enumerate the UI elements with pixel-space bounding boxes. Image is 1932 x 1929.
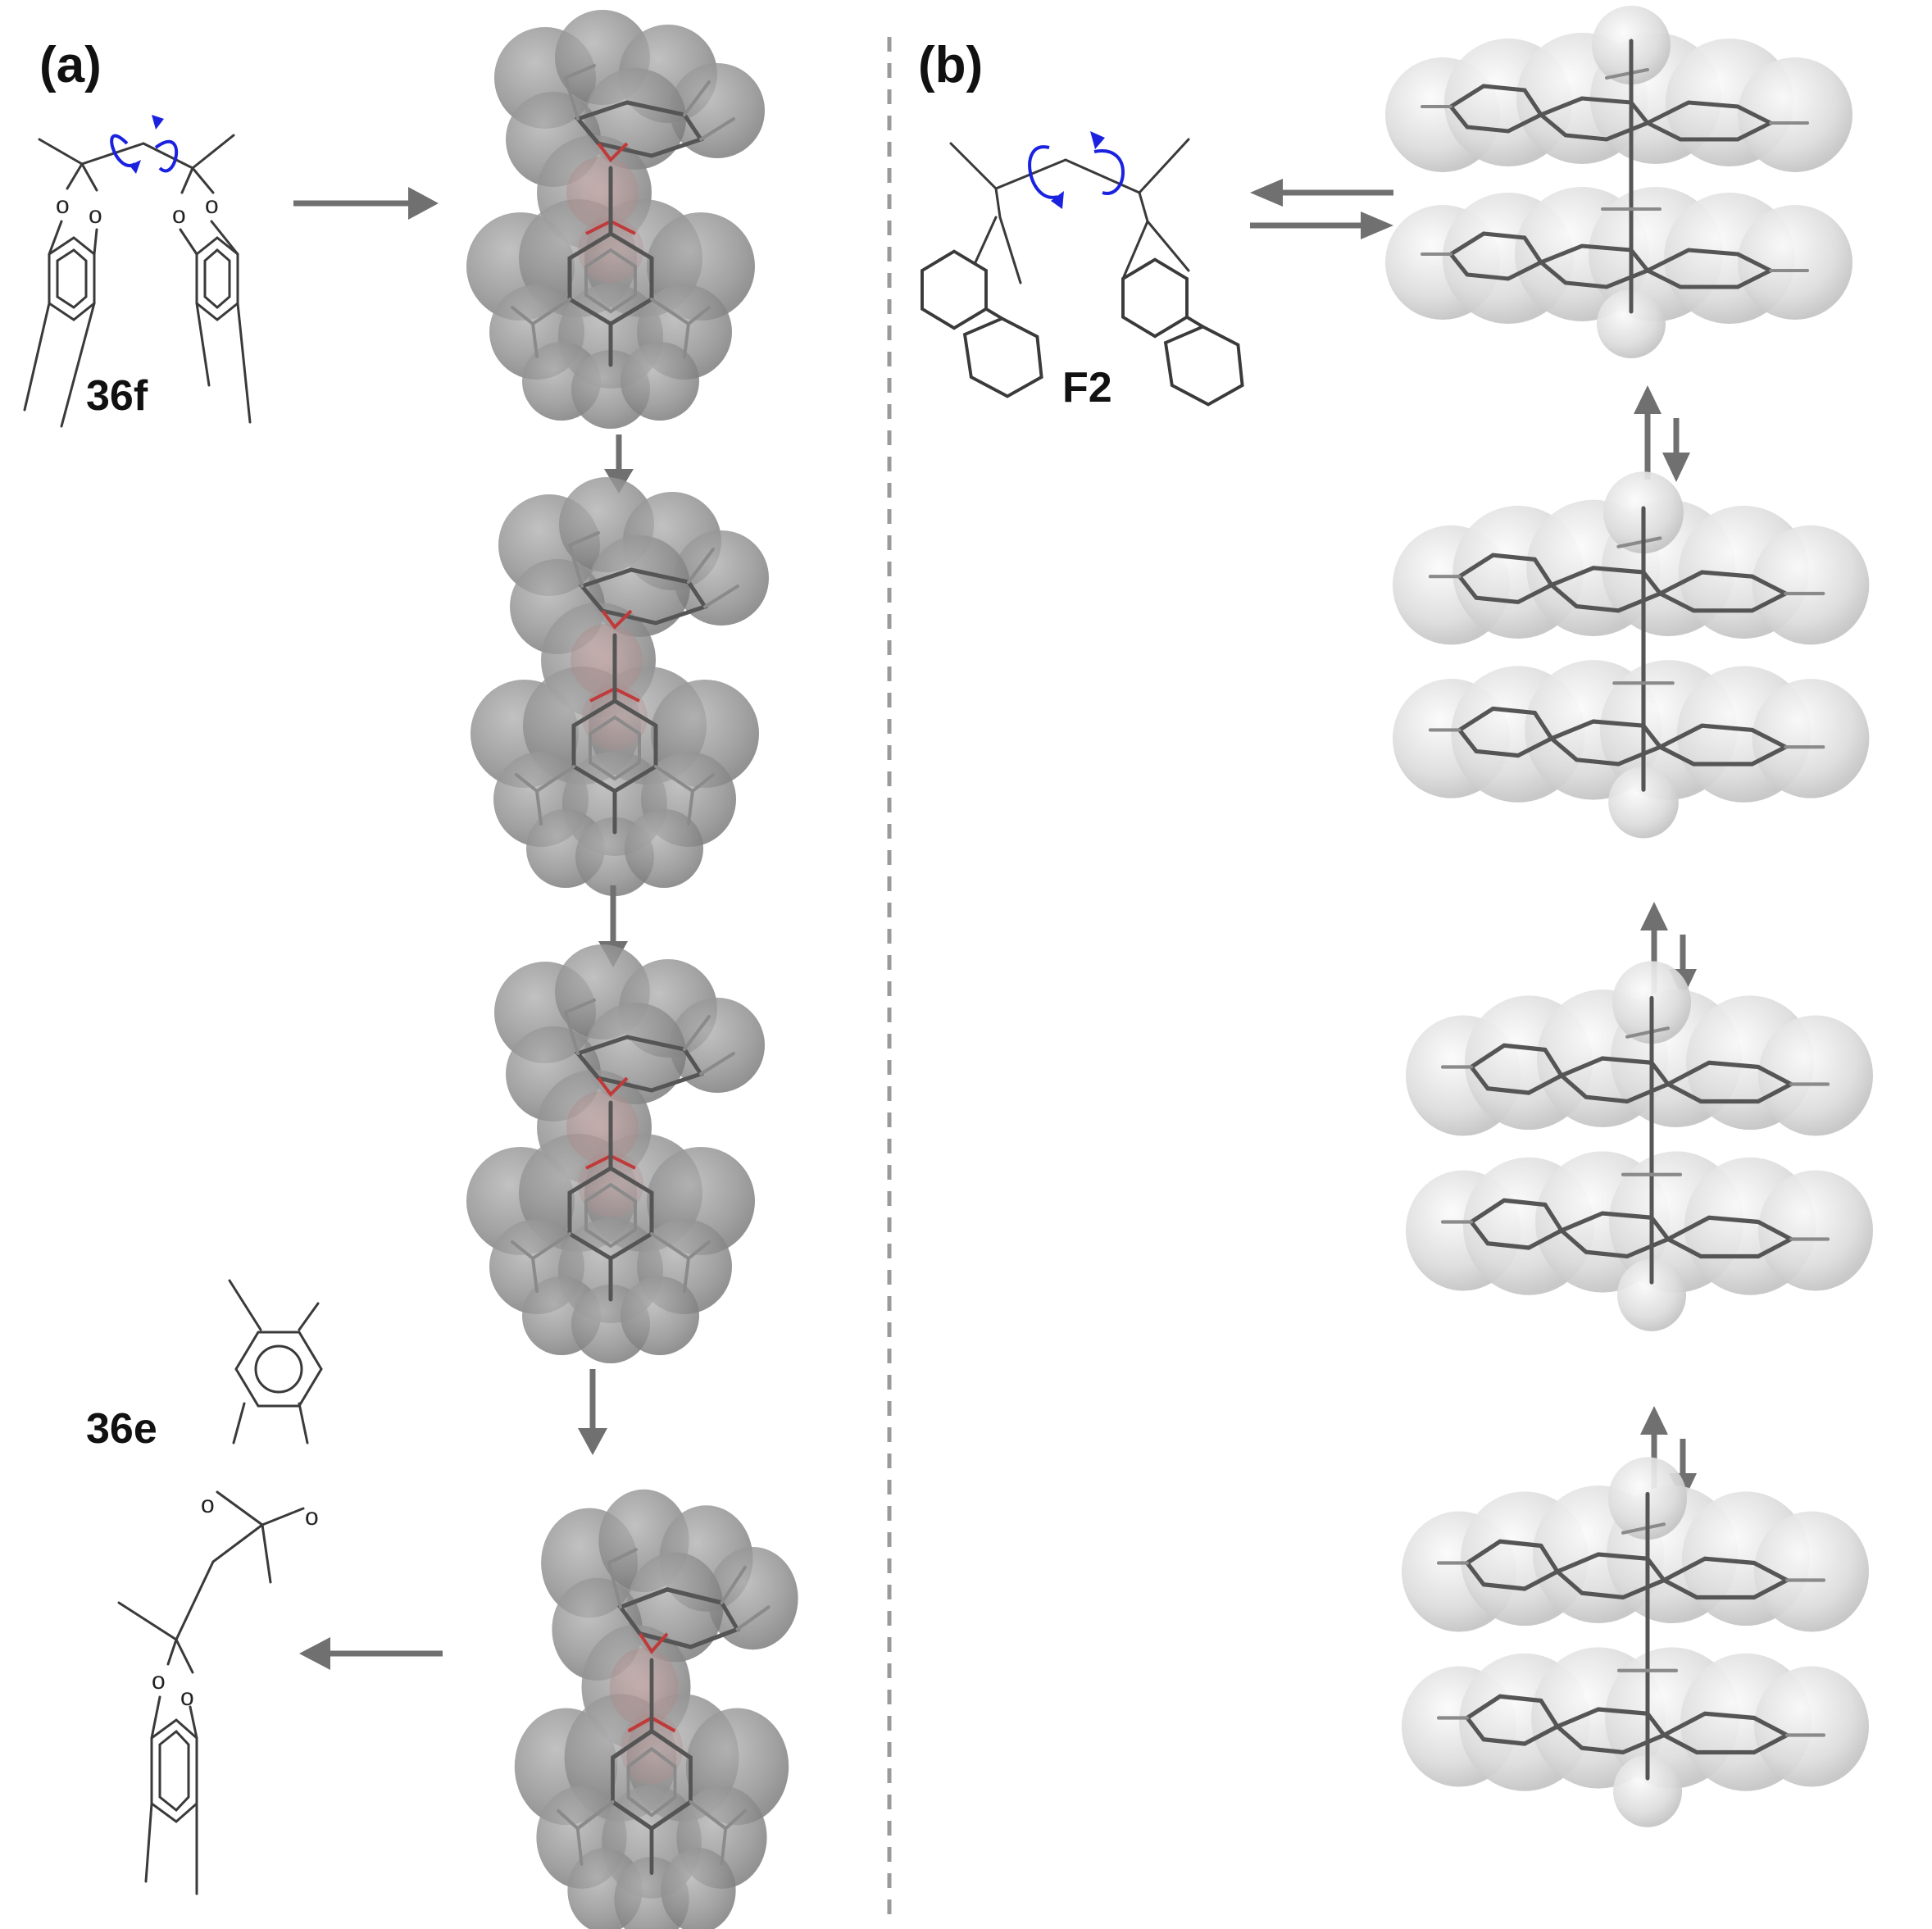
svg-text:o: o [56, 192, 70, 219]
arrow-left [299, 1637, 443, 1670]
svg-text:o: o [152, 1667, 166, 1695]
conformer-a1 [466, 10, 765, 429]
panel-label-b: (b) [918, 37, 983, 93]
conformer-a4 [515, 1490, 798, 1929]
equilibrium-arrows-vertical [1634, 385, 1690, 482]
conformer-a2 [470, 477, 769, 896]
equilibrium-arrows-horizontal [1250, 179, 1393, 239]
svg-text:o: o [172, 202, 186, 229]
svg-text:o: o [305, 1504, 319, 1531]
compound-label-36f: 36f [86, 372, 148, 420]
conformer-b1 [1385, 6, 1852, 358]
svg-text:o: o [201, 1491, 215, 1518]
svg-text:o: o [205, 192, 219, 219]
rotation-arrows-icon [1028, 131, 1125, 209]
conformer-b3 [1406, 961, 1873, 1331]
compound-label-36e: 36e [86, 1405, 157, 1453]
arrow-right [293, 187, 439, 220]
conformer-b2 [1393, 471, 1869, 838]
arrow-down [578, 1369, 607, 1455]
svg-text:o: o [180, 1684, 194, 1711]
rotation-arrows-icon [110, 115, 179, 174]
conformer-b4 [1402, 1457, 1869, 1827]
svg-text:o: o [89, 202, 102, 229]
structure-36f: o o o o 36f [23, 115, 252, 428]
structure-F2: F2 [921, 131, 1244, 412]
compound-label-F2: F2 [1062, 364, 1112, 412]
structure-36e: o o o o 36e [86, 1279, 323, 1895]
panel-label-a: (a) [39, 37, 102, 93]
conformer-a3 [466, 944, 765, 1363]
